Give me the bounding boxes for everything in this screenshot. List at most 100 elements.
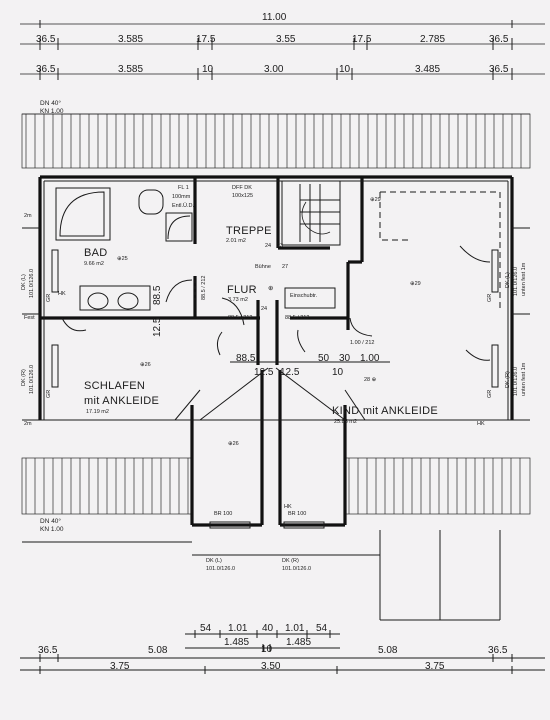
dimension-label: 10	[332, 367, 344, 378]
window-label: DK (L)	[21, 274, 27, 290]
axis-label: 2m	[24, 421, 32, 427]
window-label: DK (R)	[282, 558, 299, 564]
dimension-label: 1.01	[228, 623, 248, 634]
window-label: DK (R)	[505, 371, 511, 388]
dimension-label: 1.00	[360, 353, 380, 364]
door-swing	[61, 317, 87, 332]
opening-label: 88.5 / 212	[201, 275, 207, 300]
stair-arrow	[301, 201, 331, 235]
dimension-label: 36.5	[489, 64, 509, 75]
gr-label: GR	[46, 293, 52, 302]
dimension-label: 3.585	[118, 34, 144, 45]
dimension-label: 12.5	[280, 367, 300, 378]
room-kind-marker: ⊕29	[410, 281, 421, 287]
dimension-label: 36.5	[36, 64, 56, 75]
window-label: 101.0/126.0	[282, 566, 312, 572]
window-marks	[51, 249, 499, 529]
room-bad-area: 9.66 m2	[84, 261, 104, 267]
window-label: unten fest 1m	[521, 262, 527, 296]
roof-pitch-label: DN 40°	[40, 100, 62, 107]
dimension-label: 1.485	[286, 637, 312, 648]
shower	[165, 212, 193, 242]
roof-kn-label: KN 1.00	[40, 526, 64, 533]
dimension-label: 36.5	[38, 645, 58, 656]
axis-label: 2m	[24, 213, 32, 219]
dimension-label: 1.01	[285, 623, 305, 634]
dff-note: 100x125	[232, 193, 254, 199]
fl-note: FL 1	[178, 185, 189, 191]
dimension-label: 5.08	[148, 645, 168, 656]
stair-label: Bühne	[255, 264, 271, 270]
dimension-label: 5.08	[378, 645, 398, 656]
opening-label: 88.5 / 212	[228, 315, 253, 321]
hk-label: HK	[58, 291, 66, 297]
window-label: DK (L)	[505, 272, 511, 288]
dimension-overall: 11.00	[262, 12, 287, 23]
br-label: BR 100	[288, 511, 307, 517]
gr-label: GR	[487, 293, 493, 302]
stair-number: 27	[282, 264, 289, 270]
door-swing	[165, 279, 193, 303]
hk-label: HK	[284, 504, 292, 510]
room-flur-area: 3.73 m2	[228, 297, 248, 303]
diagonal-line	[199, 367, 269, 421]
stair-number: 24	[265, 243, 272, 249]
fl-note: 100mm	[172, 194, 191, 200]
room-treppe-area: 2.01 m2	[226, 238, 246, 244]
dimension-label: 36.5	[36, 34, 56, 45]
marker-24: 24	[261, 306, 268, 312]
room-kind-name: KIND mit ANKLEIDE	[332, 405, 438, 417]
dimension-label: 88.5	[236, 353, 256, 364]
window-label: 101.0/126.0	[29, 268, 35, 298]
sink-left	[87, 292, 109, 310]
sink-counter	[79, 285, 151, 311]
marker-26: ⊕26	[228, 441, 239, 447]
roof-top-hatch	[21, 113, 531, 169]
diagonal-line	[275, 367, 346, 421]
dimension-label: 17.5	[196, 34, 216, 45]
window-label: unten fest 1m	[521, 362, 527, 396]
window-label: 101.0/126.0	[29, 364, 35, 394]
stair-number: 23	[277, 243, 284, 249]
dimension-label: 10	[202, 64, 214, 75]
dimension-label: 40	[262, 623, 274, 634]
dimension-label: 1.485	[224, 637, 250, 648]
bath-tub-curve	[59, 191, 105, 237]
door-swing	[221, 297, 245, 326]
dimension-label: 54	[316, 623, 328, 634]
gr-label: GR	[46, 389, 52, 398]
dimension-label: 10	[339, 64, 351, 75]
dimension-label: 12.5	[254, 367, 274, 378]
opening-label: 1.00 / 212	[350, 340, 375, 346]
dimension-label: 3.50	[261, 661, 281, 672]
room-schlafen-name: SCHLAFEN	[84, 380, 146, 392]
einschub-label: Einschubtr.	[290, 293, 318, 299]
door-swing	[349, 317, 373, 337]
bath-tub	[55, 187, 111, 241]
dimension-label: 36.5	[488, 645, 508, 656]
dimension-label: 30	[339, 353, 351, 364]
dimension-label: 3.585	[118, 64, 144, 75]
window-label: DK (L)	[206, 558, 222, 564]
fl-note: Entl.Ü.D.	[172, 203, 195, 209]
dimension-label: 3.00	[264, 64, 284, 75]
room-bad-marker: ⊕25	[117, 256, 128, 262]
walls	[38, 175, 514, 527]
room-flur-marker: ⊕	[268, 285, 274, 292]
room-treppe-name: TREPPE	[226, 225, 272, 237]
dormer-outline	[174, 389, 201, 421]
window-label: 101.0/126.0	[513, 366, 519, 396]
window-label: 101.0/126.0	[206, 566, 236, 572]
dimension-label: 2.785	[420, 34, 446, 45]
opening-label: 88.5 / 212	[285, 315, 310, 321]
room-bad-name: BAD	[84, 247, 108, 259]
shower-curve	[167, 215, 191, 240]
room-schlafen-subtitle: mit ANKLEIDE	[84, 395, 160, 407]
dimension-label: 3.75	[110, 661, 130, 672]
einschubtreppe-box	[284, 287, 336, 309]
br-label: BR 100	[214, 511, 233, 517]
dimension-label: 3.485	[415, 64, 441, 75]
dormer-outline	[344, 389, 366, 421]
room-kind-area: 25.88 m2	[334, 419, 357, 425]
dff-note: DFF DK	[232, 185, 252, 191]
